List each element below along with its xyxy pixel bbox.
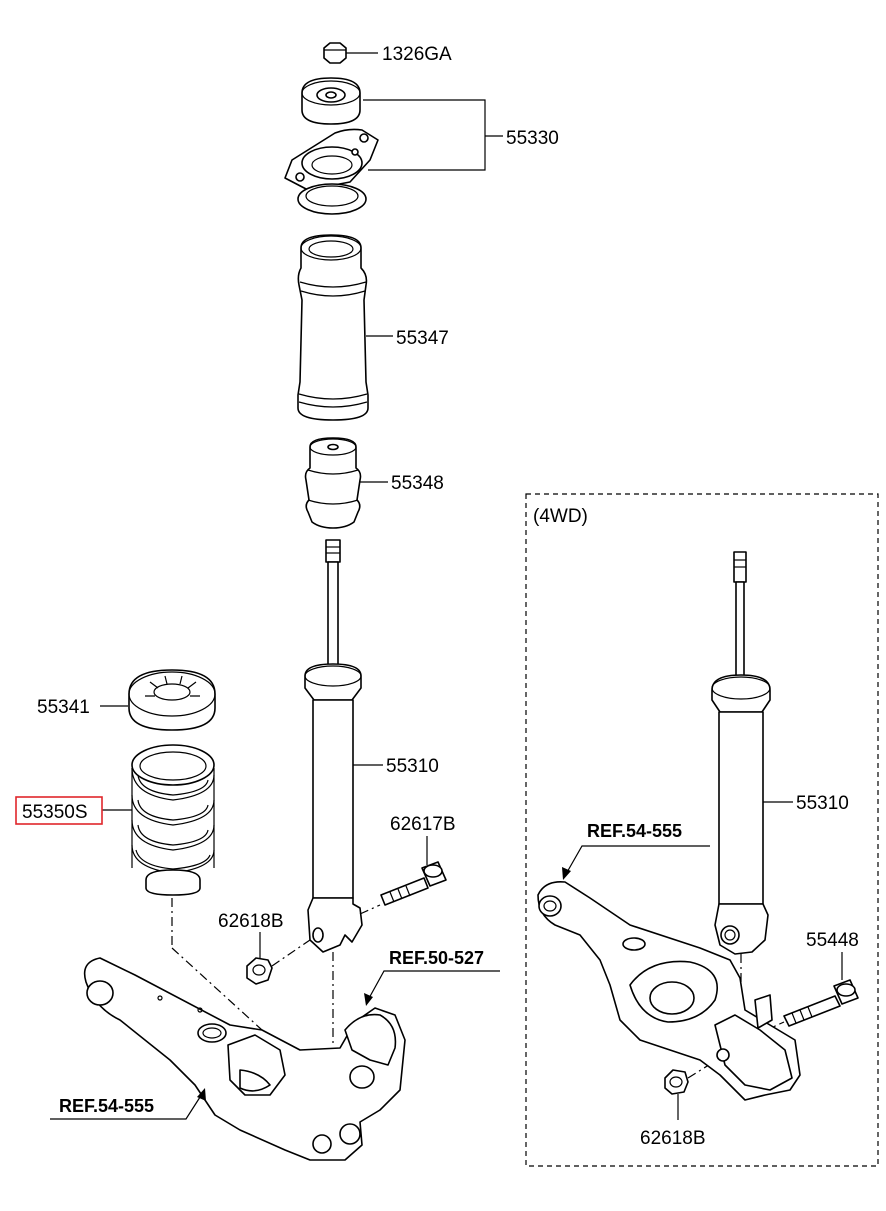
label-55310-right[interactable]: 55310 (796, 793, 849, 814)
4wd-variant-box (525, 493, 879, 1167)
label-62617b[interactable]: 62617B (390, 814, 456, 835)
nut-62618b-left-drawing (246, 957, 273, 985)
dust-boot-drawing (297, 234, 369, 421)
lower-arm-right-drawing (537, 880, 801, 1101)
label-62618b-left[interactable]: 62618B (218, 911, 284, 932)
arrow-ref-50-527 (364, 993, 373, 1006)
shock-absorber-left-drawing (304, 539, 363, 953)
bolt-62617b-drawing (380, 861, 447, 906)
leader-55330-bracket (363, 99, 486, 171)
ref-54-555-left[interactable]: REF.54-555 (59, 1096, 154, 1116)
label-1326ga[interactable]: 1326GA (382, 44, 452, 65)
arrow-ref-54-555-left (197, 1088, 206, 1101)
label-55348[interactable]: 55348 (391, 473, 444, 494)
bolt-55448-drawing (783, 979, 859, 1027)
bump-stopper-drawing (304, 437, 362, 529)
leader-ref-50-527 (367, 970, 500, 1001)
ref-50-527[interactable]: REF.50-527 (389, 948, 484, 968)
label-55330[interactable]: 55330 (506, 128, 559, 149)
nut-62618b-right-drawing (664, 1069, 689, 1095)
coil-spring-drawing (131, 744, 215, 896)
label-55448[interactable]: 55448 (806, 930, 859, 951)
strut-mount-drawing (284, 77, 379, 215)
highlight-box-55350s (15, 796, 103, 825)
4wd-label: (4WD) (533, 506, 588, 527)
leader-ref-54-555-left (50, 1093, 203, 1120)
spring-pad-drawing (128, 669, 216, 731)
lower-arm-knuckle-left-drawing (83, 957, 406, 1161)
nut-1326ga-drawing (323, 42, 347, 64)
label-62618b-right[interactable]: 62618B (640, 1128, 706, 1149)
ref-54-555-right[interactable]: REF.54-555 (587, 821, 682, 841)
label-55310-left[interactable]: 55310 (386, 756, 439, 777)
label-55341[interactable]: 55341 (37, 697, 90, 718)
leader-ref-54-555-right (565, 845, 710, 875)
label-55347[interactable]: 55347 (396, 328, 449, 349)
label-55350s[interactable]: 55350S (22, 802, 88, 823)
arrow-ref-54-555-right (562, 867, 571, 880)
shock-absorber-right-drawing (711, 551, 771, 955)
